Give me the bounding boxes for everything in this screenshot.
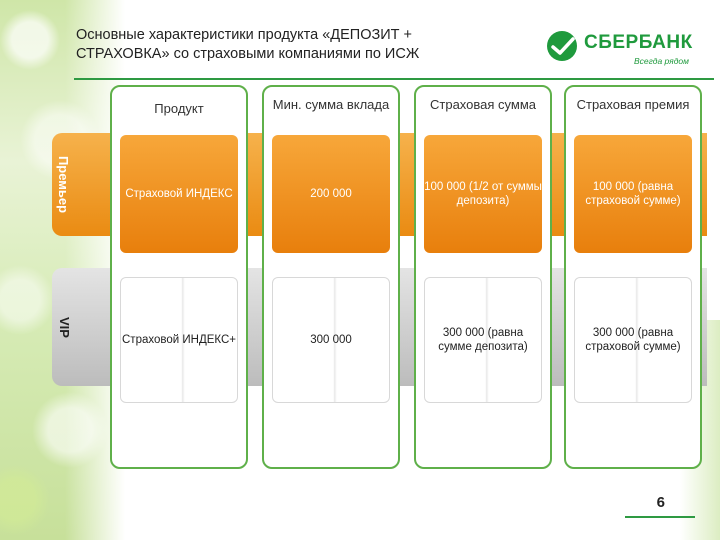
column-insured-sum: Страховая сумма 100 000 (1/2 от суммы де… bbox=[414, 85, 552, 469]
column-header: Продукт bbox=[154, 101, 204, 116]
logo-text: СБЕРБАНК bbox=[584, 32, 693, 53]
card-vip-product: Страховой ИНДЕКС+ bbox=[120, 277, 238, 403]
column-header: Мин. сумма вклада bbox=[272, 97, 390, 112]
column-insurance-premium: Страховая премия 100 000 (равна страхово… bbox=[564, 85, 702, 469]
card-premier-insured-sum: 100 000 (1/2 от суммы депозита) bbox=[424, 135, 542, 253]
logo-slogan: Всегда рядом bbox=[634, 56, 689, 66]
page-number: 6 bbox=[625, 488, 695, 518]
row-label-vip: VIP bbox=[52, 268, 76, 386]
card-vip-insurance-premium: 300 000 (равна страховой сумме) bbox=[574, 277, 692, 403]
slide-title: Основные характеристики продукта «ДЕПОЗИ… bbox=[76, 27, 420, 62]
column-product: Продукт Страховой ИНДЕКС Страховой ИНДЕК… bbox=[110, 85, 248, 469]
row-label-vip-text: VIP bbox=[56, 316, 72, 338]
column-min-deposit: Мин. сумма вклада 200 000 300 000 bbox=[262, 85, 400, 469]
column-header: Страховая премия bbox=[576, 97, 690, 112]
card-vip-min-deposit: 300 000 bbox=[272, 277, 390, 403]
sberbank-logo: СБЕРБАНК Всегда рядом bbox=[546, 26, 696, 74]
sberbank-logo-icon bbox=[547, 31, 577, 61]
row-label-premier: Премьер bbox=[52, 133, 76, 236]
column-header: Страховая сумма bbox=[430, 97, 536, 112]
card-premier-insurance-premium: 100 000 (равна страховой сумме) bbox=[574, 135, 692, 253]
card-premier-min-deposit: 200 000 bbox=[272, 135, 390, 253]
row-label-premier-text: Премьер bbox=[56, 155, 72, 214]
title-divider bbox=[74, 78, 714, 80]
card-premier-product: Страховой ИНДЕКС bbox=[120, 135, 238, 253]
card-vip-insured-sum: 300 000 (равна сумме депозита) bbox=[424, 277, 542, 403]
